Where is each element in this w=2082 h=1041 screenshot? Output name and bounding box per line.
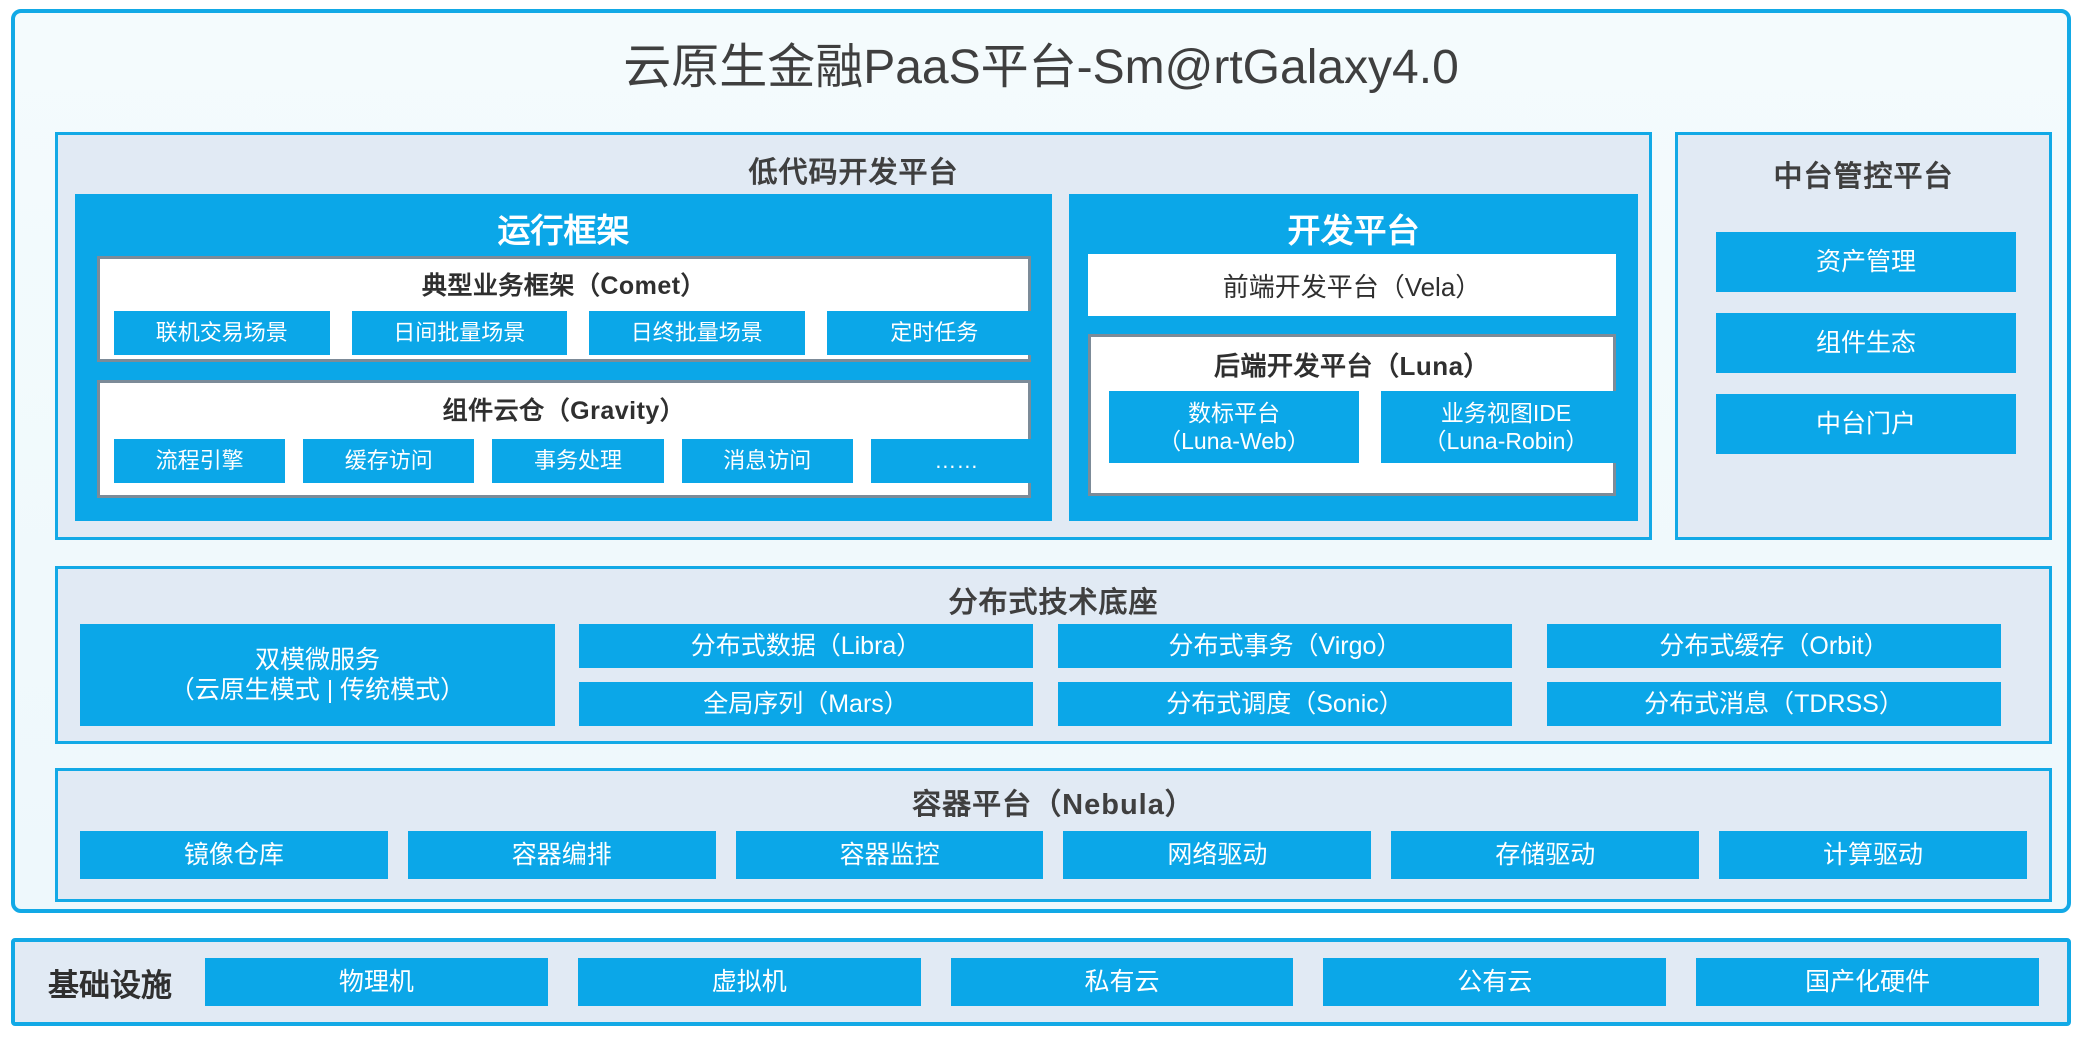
comet-title: 典型业务框架（Comet） [421, 272, 707, 300]
distributed-base-item[interactable]: 分布式事务（Virgo） [1058, 624, 1512, 668]
gravity-chip[interactable]: 消息访问 [681, 439, 853, 483]
luna-web-chip-line1: 数标平台 [1188, 399, 1280, 426]
distributed-base-title: 分布式技术底座 [948, 587, 1159, 619]
container-platform-panel: 容器平台（Nebula） 镜像仓库 容器编排 容器监控 网络驱动 存储驱动 计算… [55, 768, 2052, 902]
infrastructure-item[interactable]: 虚拟机 [577, 958, 921, 1006]
infrastructure-chip-row: 物理机 虚拟机 私有云 公有云 国产化硬件 [205, 958, 2067, 1006]
platform-outer-frame: 云原生金融PaaS平台-Sm@rtGalaxy4.0 低代码开发平台 运行框架 … [11, 9, 2071, 913]
dual-mode-line2: （云原生模式 | 传统模式） [169, 676, 466, 704]
container-platform-item[interactable]: 存储驱动 [1391, 831, 1700, 879]
mid-platform-item-component[interactable]: 组件生态 [1716, 313, 2016, 373]
luna-web-chip-line2: （Luna-Web） [1158, 428, 1310, 454]
mid-platform-title: 中台管控平台 [1773, 161, 1954, 193]
container-platform-item[interactable]: 计算驱动 [1719, 831, 2027, 879]
luna-robin-chip-line1: 业务视图IDE [1440, 399, 1572, 426]
infrastructure-item[interactable]: 物理机 [205, 958, 548, 1006]
infrastructure-bar: 基础设施 物理机 虚拟机 私有云 公有云 国产化硬件 [11, 938, 2071, 1026]
backend-dev-platform-card: 后端开发平台（Luna） 数标平台 （Luna-Web） 业务视图IDE （Lu… [1088, 334, 1631, 496]
luna-web-chip[interactable]: 数标平台 （Luna-Web） [1109, 391, 1359, 463]
mid-platform-panel: 中台管控平台 资产管理 组件生态 中台门户 [1675, 132, 2052, 540]
distributed-base-item[interactable]: 分布式调度（Sonic） [1058, 682, 1512, 726]
comet-chip[interactable]: 联机交易场景 [114, 311, 330, 355]
container-platform-item[interactable]: 容器编排 [407, 831, 716, 879]
distributed-base-item[interactable]: 分布式消息（TDRSS） [1547, 682, 2001, 726]
frontend-dev-platform-card[interactable]: 前端开发平台（Vela） [1088, 254, 1616, 316]
dev-platform-title: 开发平台 [1287, 212, 1420, 249]
mid-platform-item-portal[interactable]: 中台门户 [1716, 394, 2016, 454]
luna-robin-chip[interactable]: 业务视图IDE （Luna-Robin） [1381, 391, 1631, 463]
dual-mode-microservice-block[interactable]: 双模微服务 （云原生模式 | 传统模式） [80, 624, 555, 726]
comet-chip-row: 联机交易场景 日间批量场景 日终批量场景 定时任务 [100, 311, 1056, 355]
infrastructure-label: 基础设施 [48, 967, 172, 1003]
lowcode-platform-title: 低代码开发平台 [748, 157, 959, 189]
comet-card: 典型业务框架（Comet） 联机交易场景 日间批量场景 日终批量场景 定时任务 [97, 256, 1042, 362]
container-platform-chip-row: 镜像仓库 容器编排 容器监控 网络驱动 存储驱动 计算驱动 [58, 831, 2049, 879]
lowcode-platform-panel: 低代码开发平台 运行框架 典型业务框架（Comet） 联机交易场景 日间批量场景… [55, 132, 1652, 540]
infrastructure-item[interactable]: 国产化硬件 [1696, 958, 2039, 1006]
gravity-chip[interactable]: 事务处理 [492, 439, 664, 483]
page-title: 云原生金融PaaS平台-Sm@rtGalaxy4.0 [623, 41, 1459, 94]
gravity-chip[interactable]: 流程引擎 [114, 439, 286, 483]
container-platform-title: 容器平台（Nebula） [912, 789, 1195, 821]
gravity-chip[interactable]: 缓存访问 [303, 439, 475, 483]
mid-platform-item-asset[interactable]: 资产管理 [1716, 232, 2016, 292]
gravity-chip-more[interactable]: …… [870, 439, 1043, 483]
gravity-card: 组件云仓（Gravity） 流程引擎 缓存访问 事务处理 消息访问 …… [97, 380, 1043, 498]
comet-chip[interactable]: 日终批量场景 [589, 311, 805, 355]
distributed-base-panel: 分布式技术底座 双模微服务 （云原生模式 | 传统模式） 分布式数据（Libra… [55, 566, 2052, 744]
gravity-title: 组件云仓（Gravity） [442, 397, 686, 425]
container-platform-item[interactable]: 网络驱动 [1063, 831, 1372, 879]
dual-mode-line1: 双模微服务 [254, 645, 380, 674]
comet-chip[interactable]: 日间批量场景 [351, 311, 567, 355]
runtime-framework-block: 运行框架 典型业务框架（Comet） 联机交易场景 日间批量场景 日终批量场景 … [75, 194, 1052, 521]
comet-chip[interactable]: 定时任务 [826, 311, 1042, 355]
backend-dev-platform-title: 后端开发平台（Luna） [1213, 351, 1491, 381]
container-platform-item[interactable]: 容器监控 [735, 831, 1044, 879]
luna-chip-row: 数标平台 （Luna-Web） 业务视图IDE （Luna-Robin） [1091, 391, 1649, 463]
distributed-base-item[interactable]: 全局序列（Mars） [579, 682, 1033, 726]
luna-robin-chip-line2: （Luna-Robin） [1423, 428, 1589, 454]
runtime-framework-title: 运行框架 [497, 212, 630, 249]
distributed-base-column: 分布式事务（Virgo） 分布式调度（Sonic） [1058, 624, 1512, 740]
infrastructure-item[interactable]: 私有云 [950, 958, 1294, 1006]
infrastructure-item[interactable]: 公有云 [1323, 958, 1667, 1006]
dev-platform-block: 开发平台 前端开发平台（Vela） 后端开发平台（Luna） 数标平台 （Lun… [1069, 194, 1638, 521]
distributed-base-column: 分布式缓存（Orbit） 分布式消息（TDRSS） [1547, 624, 2001, 740]
distributed-base-column: 分布式数据（Libra） 全局序列（Mars） [579, 624, 1033, 740]
gravity-chip-row: 流程引擎 缓存访问 事务处理 消息访问 …… [100, 439, 1056, 483]
container-platform-item[interactable]: 镜像仓库 [80, 831, 388, 879]
distributed-base-item[interactable]: 分布式数据（Libra） [579, 624, 1033, 668]
distributed-base-item[interactable]: 分布式缓存（Orbit） [1547, 624, 2001, 668]
